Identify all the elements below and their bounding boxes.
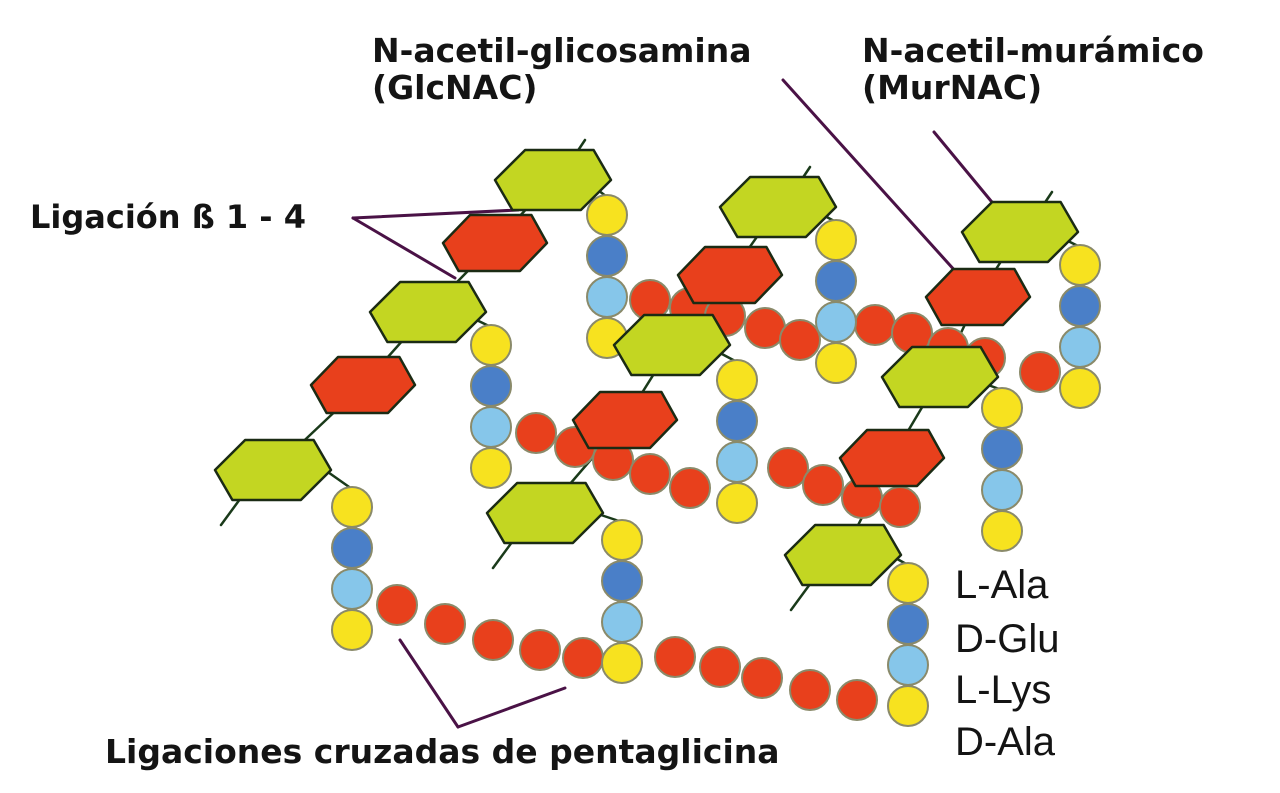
glcnac-hexagon — [368, 280, 488, 344]
glycine-bead — [654, 636, 696, 678]
d-glu-bead — [716, 400, 758, 442]
glycine-bead — [629, 453, 671, 495]
l-ala-bead — [331, 486, 373, 528]
legend-d-ala: D-Ala — [955, 720, 1056, 764]
glycan-strands — [213, 148, 1080, 587]
beta-linkage-label: Ligación ß 1 - 4 — [30, 198, 306, 236]
glycine-bead — [1019, 351, 1061, 393]
l-ala-bead — [586, 194, 628, 236]
beta-link-pointer-upper — [351, 208, 520, 220]
l-lys-bead — [716, 441, 758, 483]
glycine-bead — [767, 447, 809, 489]
l-lys-bead — [815, 301, 857, 343]
crosslink-pointer-left — [398, 638, 460, 729]
d-glu-bead — [887, 603, 929, 645]
tetrapeptide-stems — [331, 194, 1101, 727]
d-glu-bead — [586, 235, 628, 277]
glcnac-hexagon — [493, 148, 613, 212]
d-ala-bead — [981, 510, 1023, 552]
l-lys-bead — [331, 568, 373, 610]
murnac-abbr-label: (MurNAC) — [862, 68, 1042, 107]
d-glu-bead — [331, 527, 373, 569]
d-ala-bead — [470, 447, 512, 489]
glycine-bead — [779, 319, 821, 361]
glycine-bead — [519, 629, 561, 671]
murnac-hexagon — [571, 390, 679, 450]
d-glu-bead — [981, 428, 1023, 470]
l-ala-bead — [716, 359, 758, 401]
pentaglycine-crosslinks — [376, 279, 1061, 721]
murnac-name-label: N-acetil-murámico — [862, 31, 1204, 70]
d-ala-bead — [331, 609, 373, 651]
glycine-bead — [424, 603, 466, 645]
d-glu-bead — [470, 365, 512, 407]
glycine-bead — [562, 637, 604, 679]
glycine-bead — [472, 619, 514, 661]
legend-l-lys: L-Lys — [955, 668, 1051, 712]
glcnac-hexagon — [612, 313, 732, 377]
d-ala-bead — [716, 482, 758, 524]
crosslink-label: Ligaciones cruzadas de pentaglicina — [105, 732, 780, 771]
glcnac-hexagon — [213, 438, 333, 502]
l-lys-bead — [887, 644, 929, 686]
d-ala-bead — [815, 342, 857, 384]
l-lys-bead — [470, 406, 512, 448]
l-lys-bead — [601, 601, 643, 643]
d-ala-bead — [601, 642, 643, 684]
legend-l-ala: L-Ala — [955, 563, 1049, 607]
glycine-bead — [744, 307, 786, 349]
murnac-hexagon — [838, 428, 946, 488]
glcnac-hexagon — [783, 523, 903, 587]
glcnac-name-label: N-acetil-glicosamina — [372, 31, 751, 70]
crosslink-pointer-right — [456, 686, 567, 729]
d-ala-bead — [1059, 367, 1101, 409]
legend-d-glu: D-Glu — [955, 617, 1059, 661]
glycine-bead — [879, 486, 921, 528]
l-ala-bead — [981, 387, 1023, 429]
d-glu-bead — [1059, 285, 1101, 327]
glycine-bead — [789, 669, 831, 711]
glcnac-hexagon — [718, 175, 838, 239]
glcnac-hexagon — [485, 481, 605, 545]
glcnac-abbr-label: (GlcNAC) — [372, 68, 538, 107]
l-lys-bead — [981, 469, 1023, 511]
l-ala-bead — [887, 562, 929, 604]
glycine-bead — [741, 657, 783, 699]
glycine-bead — [699, 646, 741, 688]
d-glu-bead — [601, 560, 643, 602]
murnac-hexagon — [441, 213, 549, 273]
l-lys-bead — [586, 276, 628, 318]
beta-link-pointer-lower — [351, 216, 457, 280]
l-ala-bead — [1059, 244, 1101, 286]
glycine-bead — [836, 679, 878, 721]
glycine-bead — [802, 464, 844, 506]
glcnac-hexagon — [880, 345, 1000, 409]
glycine-bead — [669, 467, 711, 509]
l-ala-bead — [470, 324, 512, 366]
murnac-pointer — [781, 78, 977, 295]
d-glu-bead — [815, 260, 857, 302]
glycine-bead — [854, 304, 896, 346]
murnac-hexagon — [309, 355, 417, 415]
murnac-hexagon — [924, 267, 1032, 327]
pointer-lines — [351, 78, 1017, 729]
glycine-bead — [515, 412, 557, 454]
l-ala-bead — [601, 519, 643, 561]
glcnac-hexagon — [960, 200, 1080, 264]
l-lys-bead — [1059, 326, 1101, 368]
glycine-bead — [376, 584, 418, 626]
murnac-hexagon — [676, 245, 784, 305]
l-ala-bead — [815, 219, 857, 261]
d-ala-bead — [887, 685, 929, 727]
